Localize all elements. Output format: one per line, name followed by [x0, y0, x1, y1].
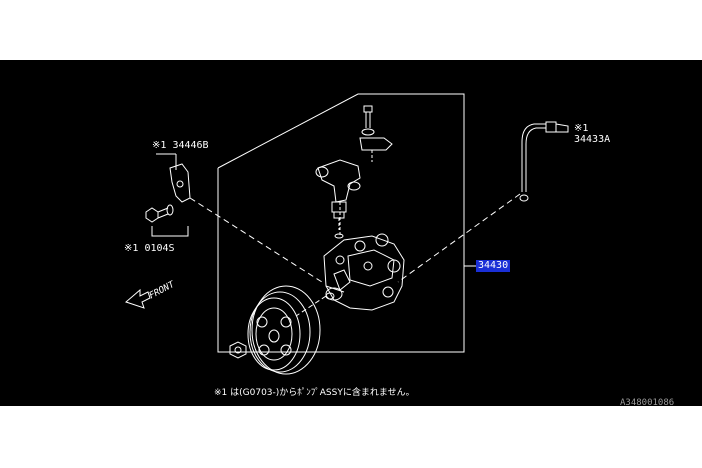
pump-assy-part-link[interactable]: 34430	[476, 260, 511, 272]
hose-ref-mark: ※1	[574, 123, 589, 134]
bolt-ref-mark: ※1	[124, 243, 139, 254]
pulley-nut	[229, 341, 247, 359]
front-arrow-icon	[125, 288, 151, 309]
pump-exploded-view	[125, 93, 569, 375]
parts-diagram-panel: ※1 34446B ※1 0104S ※1 34433A 34430 FRONT…	[0, 60, 702, 406]
bracket-callout: ※1 34446B	[152, 140, 209, 151]
side-bracket	[156, 153, 191, 203]
footnote: ※1 は(G0703-)からﾎﾟﾝﾌﾟASSYに含まれません。	[214, 388, 415, 398]
leader-hose	[397, 193, 521, 283]
control-valve	[331, 201, 347, 239]
bracket-part-number: 34446B	[172, 140, 209, 151]
top-bolt	[361, 105, 375, 136]
bracket-bolt	[145, 204, 189, 237]
figure-code: A348001086	[620, 398, 675, 406]
inlet-fitting	[315, 159, 361, 236]
bolt-callout: ※1 0104S	[124, 243, 175, 254]
top-bracket	[359, 137, 393, 162]
pump-shaft	[295, 287, 343, 317]
hose-part-number: 34433A	[574, 134, 611, 145]
pressure-hose	[519, 121, 569, 202]
leader-bracket	[189, 197, 323, 283]
pump-pulley	[247, 285, 321, 375]
hose-callout: ※1 34433A	[574, 123, 610, 145]
pump-body	[323, 233, 405, 311]
assembly-outline	[217, 93, 465, 353]
bracket-ref-mark: ※1	[152, 140, 167, 151]
bolt-part-number: 0104S	[144, 243, 175, 254]
